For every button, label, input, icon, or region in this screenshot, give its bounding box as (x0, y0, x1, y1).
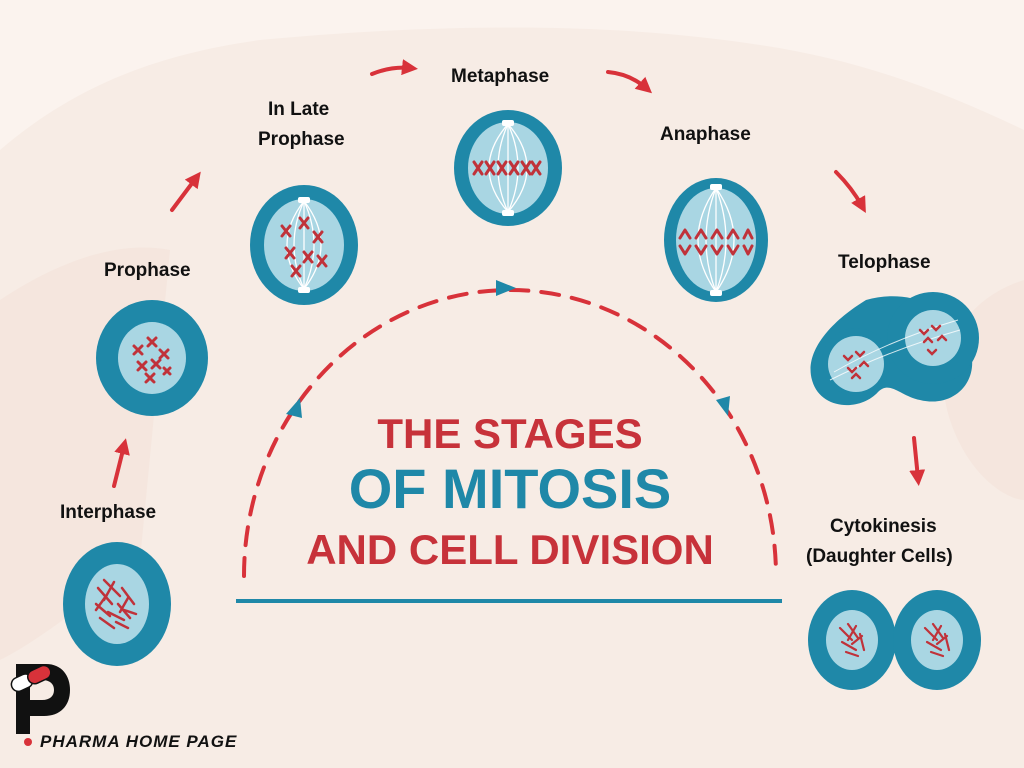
label-telophase: Telophase (838, 252, 931, 273)
cell-late-prophase (250, 185, 358, 305)
cell-anaphase (664, 178, 768, 302)
cell-prophase (96, 300, 208, 416)
arc-arrow-left (286, 398, 302, 418)
chromosomes-anaphase (678, 228, 754, 256)
arc-arrow-right (716, 396, 730, 416)
chromosomes-late-prophase (280, 216, 328, 278)
arrow-late-prophase-to-metaphase (370, 59, 418, 76)
cell-cytokinesis (808, 590, 981, 690)
label-cytokinesis-line2: (Daughter Cells) (806, 546, 953, 567)
spindle-remnant-telophase (829, 319, 961, 381)
brand-name: PHARMA HOME PAGE (40, 732, 237, 751)
centrosome-bottom (298, 287, 310, 293)
chromatin-interphase (94, 578, 138, 630)
brand-logo: PHARMA HOME PAGE (10, 664, 237, 751)
arrow-prophase-to-late-prophase (170, 171, 201, 212)
cell-interphase (63, 542, 171, 666)
centrosome-top (298, 197, 310, 203)
capsule-icon (10, 664, 52, 693)
label-late-prophase-line1: In Late (268, 99, 329, 120)
label-late-prophase-line2: Prophase (258, 129, 345, 150)
title-line-1: THE STAGES (377, 410, 642, 457)
chromosomes-telophase (842, 324, 948, 380)
label-metaphase: Metaphase (451, 66, 549, 87)
spindle-late-prophase (286, 200, 322, 290)
arrow-telophase-to-cytokinesis (909, 436, 926, 486)
title-line-3: AND CELL DIVISION (306, 526, 714, 573)
title-line-2: OF MITOSIS (349, 457, 672, 520)
label-prophase: Prophase (104, 260, 191, 281)
cell-telophase (810, 292, 979, 406)
stage-arrows (112, 59, 926, 488)
cycle-arc (242, 280, 778, 578)
spindle-anaphase (697, 187, 735, 293)
label-cytokinesis-line1: Cytokinesis (830, 516, 937, 537)
chromatin-daughter-cells (838, 622, 951, 658)
chromosomes-metaphase (472, 160, 542, 176)
logo-dot (24, 738, 32, 746)
label-interphase: Interphase (60, 502, 156, 523)
arrow-metaphase-to-anaphase (606, 70, 653, 94)
cell-metaphase (454, 110, 562, 226)
arrow-anaphase-to-telophase (834, 170, 866, 213)
chromosomes-prophase (132, 336, 172, 384)
arc-arrow-top (496, 280, 516, 296)
label-anaphase: Anaphase (660, 124, 751, 145)
arrow-interphase-to-prophase (112, 438, 130, 488)
main-title: THE STAGES OF MITOSIS AND CELL DIVISION (306, 410, 714, 573)
